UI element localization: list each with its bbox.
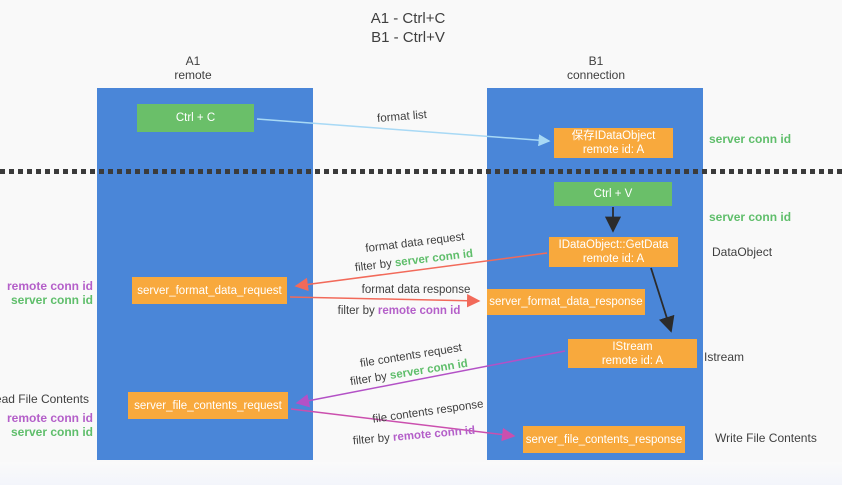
label-filter-by-remote-conn-1: filter by remote conn id <box>338 305 461 317</box>
label-remote-conn-id-left-top: remote conn id <box>6 279 93 293</box>
lane-a1-id: A1 <box>185 54 201 68</box>
label-format-data-response: format data response <box>361 284 471 296</box>
node-ctrl-c: Ctrl + C <box>137 104 254 132</box>
format-data-response-arrow <box>289 293 481 308</box>
label-file-contents-response: file contents response <box>371 398 485 426</box>
label-remote-conn-id-left-bottom: remote conn id <box>6 411 93 425</box>
node-istream: IStream remote id: A <box>568 339 697 368</box>
filter-server-conn-1: server conn id <box>394 247 474 270</box>
lane-b1-role: connection <box>566 68 626 82</box>
label-server-conn-id-left-top: server conn id <box>10 293 93 307</box>
label-format-list: format list <box>376 109 428 125</box>
node-getdata-line2: remote id: A <box>582 253 645 265</box>
node-idataobject-getdata: IDataObject::GetData remote id: A <box>549 237 678 267</box>
filter-remote-conn-2: remote conn id <box>392 424 476 444</box>
session-divider-dashed-line <box>0 169 842 174</box>
title-line-2: B1 - Ctrl+V <box>371 29 445 46</box>
bottom-strip <box>0 462 842 485</box>
label-read-file-contents: Read File Contents <box>0 392 89 406</box>
node-save-idataobject-line2: remote id: A <box>582 144 645 156</box>
node-istream-line1: IStream <box>612 340 653 353</box>
node-file-request-label: server_file_contents_request <box>134 399 282 412</box>
filter-prefix-3: filter by <box>349 370 391 389</box>
node-getdata-line1: IDataObject::GetData <box>558 239 669 251</box>
label-istream: Istream <box>704 350 745 364</box>
filter-prefix-1: filter by <box>354 257 396 275</box>
node-ctrl-v: Ctrl + V <box>554 182 672 206</box>
lane-b1-id: B1 <box>588 54 604 68</box>
lane-header-b1: B1 connection <box>567 54 625 82</box>
node-format-response-label: server_format_data_response <box>489 296 643 308</box>
node-ctrl-c-label: Ctrl + C <box>175 112 216 124</box>
node-save-idataobject: 保存IDataObject remote id: A <box>554 128 673 158</box>
filter-prefix-2: filter by <box>337 305 378 317</box>
node-server-file-contents-request: server_file_contents_request <box>128 392 288 419</box>
title-line-1: A1 - Ctrl+C <box>370 10 446 27</box>
node-server-format-data-request: server_format_data_request <box>132 277 287 304</box>
node-format-request-label: server_format_data_request <box>137 284 282 297</box>
label-write-file-contents: Write File Contents <box>715 431 817 445</box>
label-dataobject: DataObject <box>712 245 773 259</box>
filter-remote-conn-1: remote conn id <box>377 305 461 317</box>
diagram-title: A1 - Ctrl+C B1 - Ctrl+V <box>371 9 446 47</box>
node-server-file-contents-response: server_file_contents_response <box>523 426 685 453</box>
label-server-conn-id-right-top: server conn id <box>709 132 792 146</box>
filter-prefix-4: filter by <box>352 431 394 448</box>
node-istream-line2: remote id: A <box>601 354 664 367</box>
label-server-conn-id-right-mid: server conn id <box>709 210 792 224</box>
label-filter-by-remote-conn-2: filter by remote conn id <box>352 425 475 448</box>
node-server-format-data-response: server_format_data_response <box>487 289 645 315</box>
node-file-response-label: server_file_contents_response <box>525 433 683 446</box>
label-server-conn-id-left-bottom: server conn id <box>10 425 93 439</box>
lane-a1-role: remote <box>174 68 212 82</box>
node-ctrl-v-label: Ctrl + V <box>593 188 633 200</box>
node-save-idataobject-line1: 保存IDataObject <box>571 130 656 142</box>
lane-header-a1: A1 remote <box>174 54 211 82</box>
